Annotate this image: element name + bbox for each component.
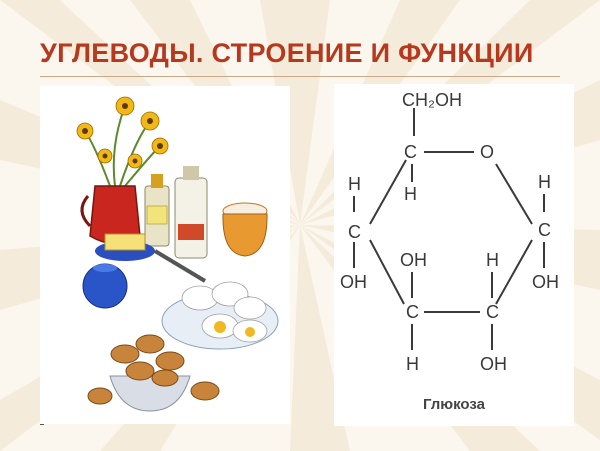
title-divider	[40, 76, 560, 77]
bond-lines	[353, 108, 545, 350]
glucose-structure-diagram: CH₂OH C O H H C OH H C OH OH H C C H OH …	[334, 84, 574, 426]
atom-oh-lower-left: OH	[400, 250, 427, 270]
atom-c1: C	[404, 142, 417, 162]
atom-c-right: C	[538, 220, 551, 240]
atom-c-left: C	[348, 222, 361, 242]
corner-mark	[40, 424, 44, 425]
food-illustration	[40, 86, 290, 424]
atom-h-c1: H	[404, 184, 417, 204]
atom-h-right: H	[538, 172, 551, 192]
label-ch2oh: CH₂OH	[402, 90, 462, 110]
atom-h-left: H	[348, 174, 361, 194]
atom-o: O	[480, 142, 494, 162]
diagram-caption: Глюкоза	[423, 396, 485, 413]
page-title: УГЛЕВОДЫ. СТРОЕНИЕ И ФУНКЦИИ	[40, 38, 534, 68]
atom-oh-bottom-right: OH	[480, 354, 507, 374]
atom-h-bottom-left: H	[406, 354, 419, 374]
atom-c-lower-left: C	[406, 302, 419, 322]
atom-oh-left: OH	[340, 272, 367, 292]
food-table-icon	[76, 96, 279, 412]
atom-c-lower-right: C	[486, 302, 499, 322]
atom-h-lower-right: H	[486, 250, 499, 270]
atom-oh-right: OH	[532, 272, 559, 292]
